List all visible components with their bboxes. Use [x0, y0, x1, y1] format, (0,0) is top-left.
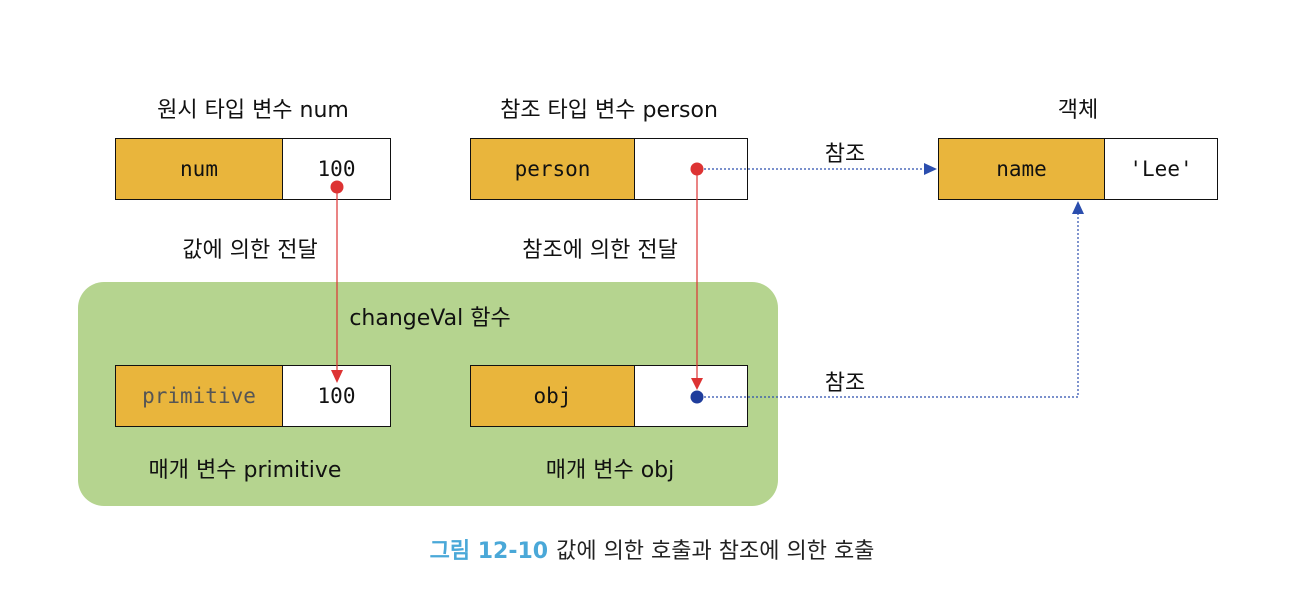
- heading-primitive-var: 원시 타입 변수 num: [157, 98, 349, 123]
- figure-caption: 그림 12-10 값에 의한 호출과 참조에 의한 호출: [0, 533, 1304, 565]
- label-param-obj: 매개 변수 obj: [545, 458, 675, 483]
- arrowhead-ref-person: [924, 163, 937, 175]
- figure-number: 그림 12-10: [429, 539, 549, 564]
- var-name-num: num: [116, 139, 283, 199]
- var-box-obj: obj: [470, 365, 748, 427]
- var-value-person: [635, 139, 747, 199]
- label-pass-by-value: 값에 의한 전달: [182, 238, 318, 263]
- object-prop-name: name: [939, 139, 1105, 199]
- label-ref-bottom: 참조: [824, 371, 866, 396]
- var-box-num: num 100: [115, 138, 391, 200]
- heading-reference-var: 참조 타입 변수 person: [500, 98, 718, 123]
- figure-title: 값에 의한 호출과 참조에 의한 호출: [556, 539, 875, 564]
- var-value-primitive: 100: [283, 366, 390, 426]
- var-value-num: 100: [283, 139, 390, 199]
- function-name: changeVal 함수: [349, 306, 511, 331]
- object-box: name 'Lee': [938, 138, 1218, 200]
- var-name-person: person: [471, 139, 635, 199]
- label-pass-by-reference: 참조에 의한 전달: [522, 238, 678, 263]
- label-param-primitive: 매개 변수 primitive: [148, 458, 342, 483]
- arrowhead-ref-obj: [1072, 201, 1084, 214]
- label-ref-top: 참조: [824, 142, 866, 167]
- object-prop-value: 'Lee': [1105, 139, 1217, 199]
- heading-object: 객체: [1057, 98, 1099, 123]
- var-value-obj: [635, 366, 747, 426]
- var-box-person: person: [470, 138, 748, 200]
- var-box-primitive: primitive 100: [115, 365, 391, 427]
- var-name-obj: obj: [471, 366, 635, 426]
- var-name-primitive: primitive: [116, 366, 283, 426]
